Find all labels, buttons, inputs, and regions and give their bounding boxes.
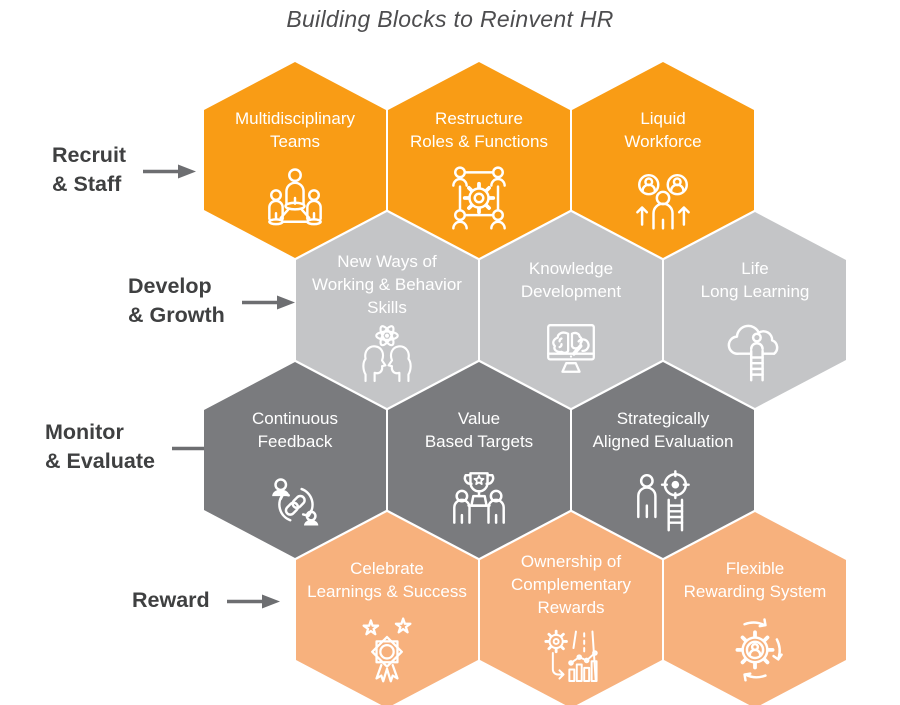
hex-label-line: Aligned Evaluation [592, 432, 734, 451]
hex-label-line: Celebrate [350, 559, 424, 578]
hex-label: Life Long Learning [701, 257, 810, 303]
hex-label-line: Roles & Functions [410, 132, 548, 151]
hex-label-line: Skills [367, 298, 407, 317]
hex-label-line: Rewards [537, 598, 605, 617]
row-label-text: Monitor & Evaluate [45, 418, 155, 476]
hex-life-long-learning: Life Long Learning [664, 212, 846, 408]
hex-flexible-rewarding-system: Flexible Rewarding System [664, 512, 846, 705]
team-network-icon [268, 168, 322, 226]
monitor-brain-wrench-icon [547, 324, 595, 373]
hex-label-line: Life [741, 259, 769, 278]
hex-label-line: Rewarding System [683, 582, 827, 601]
row-label-develop-growth: Develop & Growth [128, 272, 297, 330]
hex-label: Restructure Roles & Functions [410, 107, 548, 153]
hex-label-line: Development [520, 282, 622, 301]
hex-label-line: Learnings & Success [307, 582, 467, 601]
hex-label-line: Complementary [511, 575, 631, 594]
hex-label-line: Liquid [640, 109, 686, 128]
row-label-line: Develop [128, 274, 212, 298]
person-avatars-arrows-icon [636, 173, 690, 230]
hex-label: Continuous Feedback [252, 407, 338, 453]
right-arrow-icon [143, 164, 197, 178]
hex-liquid-workforce: Liquid Workforce [572, 62, 754, 258]
hex-continuous-feedback: Continuous Feedback [204, 362, 386, 558]
row-label-monitor-evaluate: Monitor & Evaluate [45, 418, 227, 476]
row-label-line: Reward [132, 588, 210, 612]
hex-label-line: Working & Behavior [312, 275, 462, 294]
hex-label-line: Value [457, 409, 501, 428]
row-label-line: Recruit [52, 143, 127, 167]
hex-label-line: Multidisciplinary [235, 109, 355, 128]
people-link-cycle-icon [272, 478, 319, 526]
hex-value-based-targets: Value Based Targets [388, 362, 570, 558]
person-ladder-target-icon [637, 470, 690, 532]
people-gear-network-icon [452, 166, 506, 230]
row-label-recruit-staff: Recruit & Staff [52, 141, 198, 199]
hex-label: Knowledge Development [521, 257, 621, 303]
hex-label-line: Based Targets [424, 432, 534, 451]
hex-label-line: Teams [269, 132, 321, 151]
hex-label: Multidisciplinary Teams [235, 107, 355, 153]
rosette-stars-icon [362, 617, 412, 683]
hex-label-line: New Ways of [337, 252, 437, 271]
right-arrow-icon [226, 594, 280, 609]
hex-label-line: Knowledge [528, 259, 614, 278]
hex-label: Celebrate Learnings & Success [307, 557, 467, 603]
hex-label-line: Continuous [251, 409, 338, 428]
hex-label-line: Long Learning [700, 282, 810, 301]
row-label-line: & Evaluate [45, 449, 155, 473]
hex-label: Strategically Aligned Evaluation [593, 407, 734, 453]
hex-label-line: Feedback [257, 432, 333, 451]
hex-knowledge-development: Knowledge Development [480, 212, 662, 408]
hex-strategically-aligned-evaluation: Strategically Aligned Evaluation [572, 362, 754, 558]
hex-label: New Ways of Working & Behavior Skills [312, 250, 462, 319]
hex-new-ways-of-working: New Ways of Working & Behavior Skills [296, 212, 478, 408]
hex-label-line: Ownership of [520, 552, 622, 571]
row-label-reward: Reward [132, 586, 282, 615]
gear-chart-path-icon [544, 629, 598, 683]
hex-label: Flexible Rewarding System [684, 557, 827, 603]
hex-label-line: Flexible [725, 559, 785, 578]
hex-label: Value Based Targets [425, 407, 533, 453]
trophy-people-icon [453, 472, 505, 524]
row-label-text: Recruit & Staff [52, 141, 126, 199]
gear-person-cycle-icon [735, 618, 783, 682]
hex-label-line: Restructure [435, 109, 523, 128]
hex-label: Ownership of Complementary Rewards [511, 550, 631, 619]
hex-label-line: Workforce [624, 132, 702, 151]
hex-label-line: Strategically [616, 409, 710, 428]
hex-ownership-complementary-rewards: Ownership of Complementary Rewards [480, 512, 662, 705]
row-label-line: & Growth [128, 303, 225, 327]
hex-multidisciplinary-teams: Multidisciplinary Teams [204, 62, 386, 258]
hex-celebrate-learnings-success: Celebrate Learnings & Success [296, 512, 478, 705]
atom-heads-icon [362, 325, 412, 383]
right-arrow-icon [241, 295, 295, 309]
cloud-ladder-icon [727, 324, 779, 382]
row-label-text: Develop & Growth [128, 272, 225, 330]
row-label-line: Monitor [45, 420, 124, 444]
hex-label: Liquid Workforce [624, 107, 701, 153]
row-label-text: Reward [132, 586, 210, 615]
hex-restructure-roles-functions: Restructure Roles & Functions [388, 62, 570, 258]
row-label-line: & Staff [52, 172, 122, 196]
diagram-title: Building Blocks to Reinvent HR [286, 6, 614, 32]
